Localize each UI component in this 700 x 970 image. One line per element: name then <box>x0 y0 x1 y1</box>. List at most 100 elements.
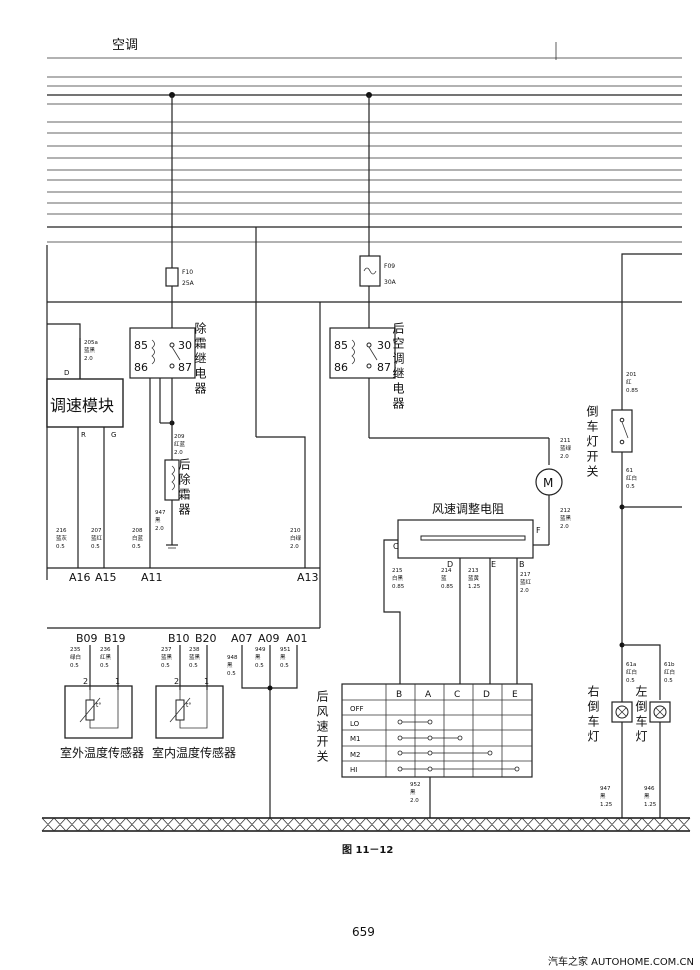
connector-b09: B09 <box>76 632 98 645</box>
svg-text:0.5: 0.5 <box>100 663 109 669</box>
svg-text:0.5: 0.5 <box>91 544 100 550</box>
switch-row-lo: LO <box>350 720 360 728</box>
svg-text:212: 212 <box>560 508 571 514</box>
svg-text:蓝黑: 蓝黑 <box>161 653 173 661</box>
svg-text:213: 213 <box>468 568 479 574</box>
svg-text:0.5: 0.5 <box>132 544 141 550</box>
svg-text:207: 207 <box>91 528 102 534</box>
svg-text:237: 237 <box>161 647 172 653</box>
svg-text:210: 210 <box>290 528 301 534</box>
figure-caption: 图 11－12 <box>342 844 393 856</box>
svg-text:蓝绿: 蓝绿 <box>560 444 572 452</box>
svg-text:0.5: 0.5 <box>255 663 264 669</box>
switch-col-c: C <box>454 690 460 700</box>
svg-text:黑: 黑 <box>255 654 261 661</box>
svg-text:2.0: 2.0 <box>520 588 529 594</box>
fuse-f10 <box>165 267 179 287</box>
svg-text:2.0: 2.0 <box>174 450 183 456</box>
svg-text:1: 1 <box>204 677 209 686</box>
reverse-switch-name: 倒车灯开关 <box>585 405 599 480</box>
svg-text:黑: 黑 <box>644 793 650 800</box>
fan-switch-table <box>341 683 533 778</box>
pin-d: D <box>64 369 69 377</box>
speed-module <box>46 378 124 428</box>
svg-text:201: 201 <box>626 372 637 378</box>
relay-rear-ac-name: 后空调继电器 <box>391 322 405 412</box>
switch-row-hi: HI <box>350 766 357 774</box>
svg-text:87: 87 <box>178 361 192 374</box>
svg-text:211: 211 <box>560 438 571 444</box>
svg-text:黑: 黑 <box>600 793 606 800</box>
svg-text:952: 952 <box>410 782 421 788</box>
svg-text:0.5: 0.5 <box>70 663 79 669</box>
svg-text:t°: t° <box>186 702 191 709</box>
svg-text:红黑: 红黑 <box>100 653 112 661</box>
svg-text:0.5: 0.5 <box>626 484 635 490</box>
svg-text:86: 86 <box>334 361 348 374</box>
svg-text:0.5: 0.5 <box>227 671 236 677</box>
outdoor-temp-sensor: 2 1 t° <box>64 677 133 739</box>
svg-text:949: 949 <box>255 647 266 653</box>
section-title: 空调 <box>112 38 138 53</box>
svg-text:B: B <box>519 560 525 569</box>
svg-text:208: 208 <box>132 528 143 534</box>
svg-text:85: 85 <box>334 339 348 352</box>
right-lamp-name: 右倒车灯 <box>586 684 600 745</box>
fuse-f10-rating: 25A <box>182 280 195 287</box>
svg-text:0.5: 0.5 <box>189 663 198 669</box>
svg-text:绿白: 绿白 <box>70 653 81 661</box>
svg-text:2.0: 2.0 <box>410 798 419 804</box>
svg-text:红白: 红白 <box>626 474 637 482</box>
watermark: 汽车之家 AUTOHOME.COM.CN <box>548 955 694 968</box>
svg-text:215: 215 <box>392 568 403 574</box>
svg-text:蓝: 蓝 <box>441 574 447 582</box>
svg-text:0.5: 0.5 <box>626 678 635 684</box>
svg-text:黑: 黑 <box>155 517 161 524</box>
svg-text:2.0: 2.0 <box>560 454 569 460</box>
switch-contacts <box>397 719 520 772</box>
left-reverse-lamp <box>649 701 671 723</box>
svg-text:2.0: 2.0 <box>290 544 299 550</box>
svg-text:235: 235 <box>70 647 81 653</box>
switch-col-b: B <box>396 690 402 700</box>
svg-text:1: 1 <box>115 677 120 686</box>
svg-text:214: 214 <box>441 568 452 574</box>
fuse-f10-id: F10 <box>182 269 193 276</box>
outdoor-sensor-name: 室外温度传感器 <box>60 745 144 760</box>
connector-a11: A11 <box>141 571 163 584</box>
fuse-f09-id: F09 <box>384 263 395 270</box>
svg-text:0.5: 0.5 <box>161 663 170 669</box>
svg-text:85: 85 <box>134 339 148 352</box>
svg-text:D: D <box>447 560 453 569</box>
svg-text:87: 87 <box>377 361 391 374</box>
connector-b10: B10 <box>168 632 190 645</box>
svg-text:F: F <box>536 526 541 535</box>
svg-text:205a: 205a <box>84 340 98 346</box>
svg-text:217: 217 <box>520 572 531 578</box>
svg-text:1.25: 1.25 <box>600 802 613 808</box>
fuse-f09-rating: 30A <box>384 279 397 286</box>
switch-row-off: OFF <box>350 705 364 713</box>
indoor-temp-sensor: 2 1 t° <box>155 677 224 739</box>
svg-text:t°: t° <box>96 702 101 709</box>
rear-defroster-name: 后除霜器 <box>177 458 191 518</box>
blower-resistor-name: 风速调整电阻 <box>432 501 504 516</box>
motor-symbol: M <box>543 476 553 490</box>
svg-text:951: 951 <box>280 647 291 653</box>
switch-row-m2: M2 <box>350 751 361 759</box>
svg-text:948: 948 <box>227 655 238 661</box>
svg-text:E: E <box>491 560 496 569</box>
svg-text:红白: 红白 <box>626 668 637 676</box>
svg-text:白绿: 白绿 <box>290 534 302 542</box>
svg-text:蓝红: 蓝红 <box>91 534 103 542</box>
connector-a09: A09 <box>258 632 280 645</box>
switch-col-a: A <box>425 690 432 700</box>
connector-b20: B20 <box>195 632 217 645</box>
svg-text:红白: 红白 <box>664 668 675 676</box>
connector-a16: A16 <box>69 571 91 584</box>
connector-a15: A15 <box>95 571 117 584</box>
page-number: 659 <box>352 925 375 939</box>
switch-row-m1: M1 <box>350 735 361 743</box>
pin-r: R <box>81 431 86 439</box>
